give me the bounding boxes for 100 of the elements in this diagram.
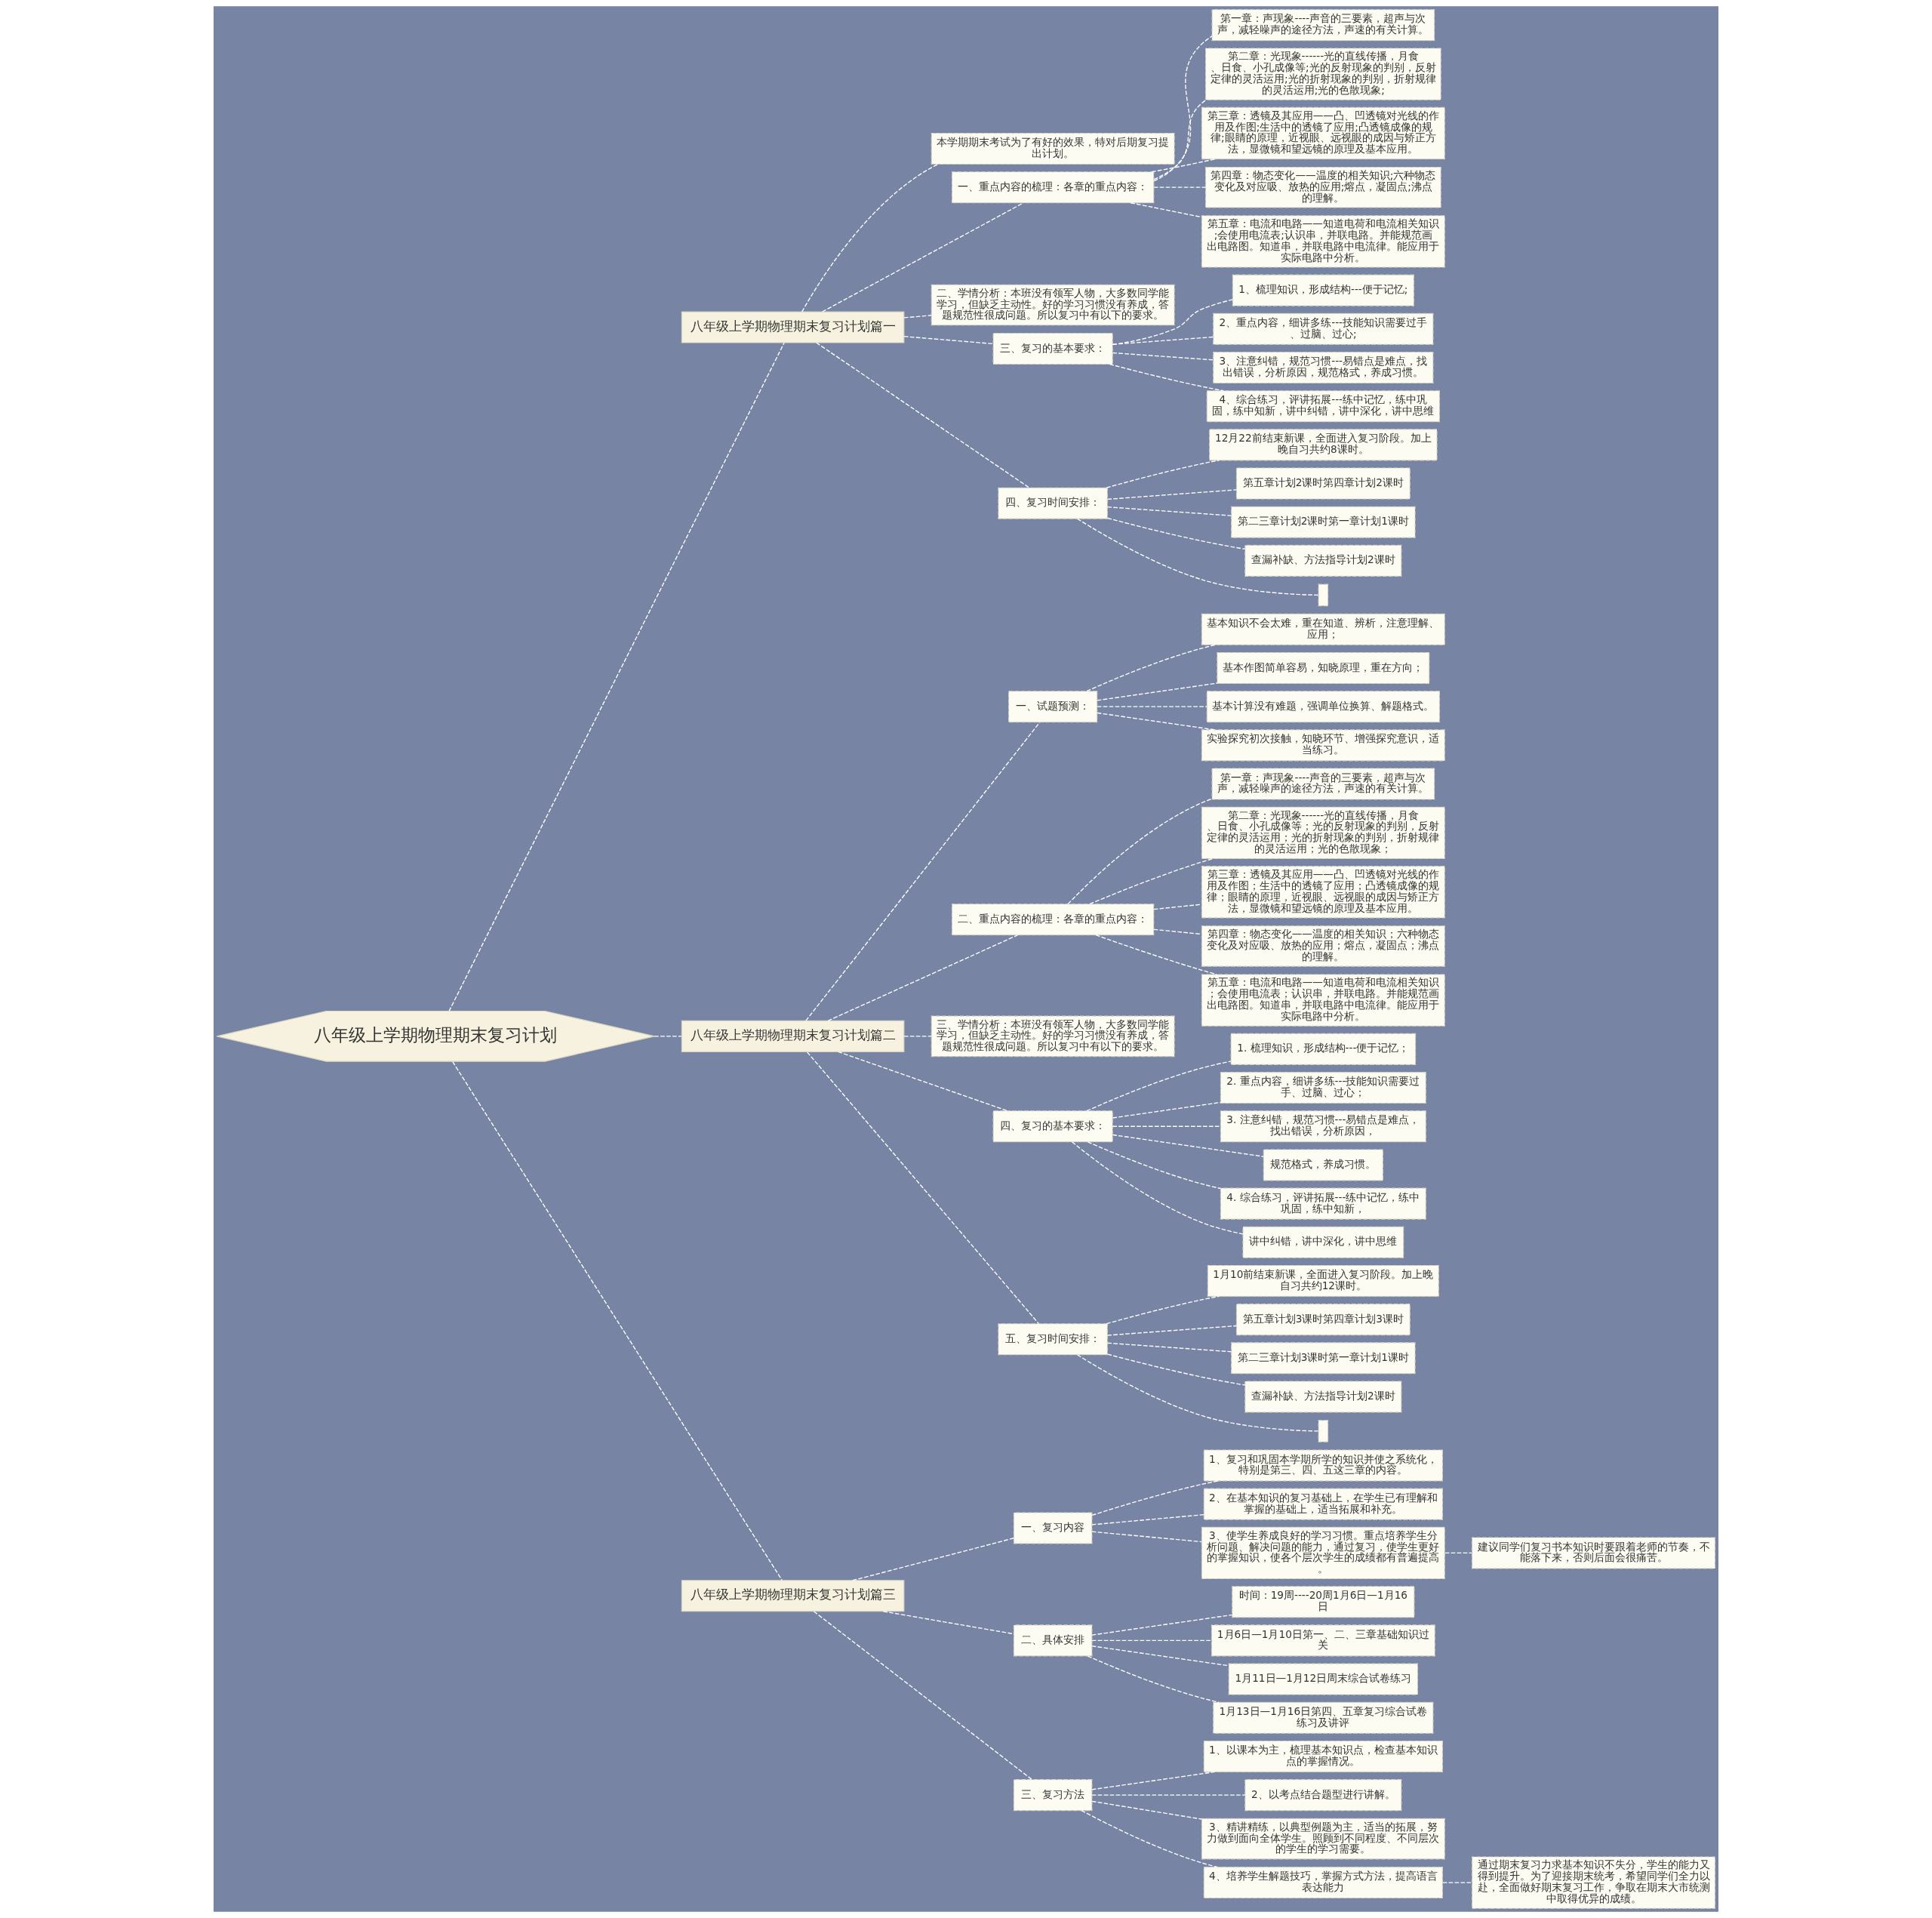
connector [1112, 1125, 1221, 1127]
connector [1106, 506, 1232, 516]
node-box: 第一章：声现象----声音的三要素，超声与次声，减轻噪声的途径方法，声速的有关计算。 [1211, 9, 1435, 42]
node-box: 第四章：物态变化——温度的相关知识;六种物态变化及对应吸、放热的应用;熔点，凝固点;沸点的理解。 [1205, 166, 1441, 208]
connector [903, 1036, 932, 1037]
node-box: 1、梳理知识，形成结构---便于记忆; [1232, 274, 1414, 306]
connector [1106, 460, 1220, 488]
connector [1067, 798, 1213, 905]
connector [1441, 1882, 1473, 1883]
connector [1086, 644, 1216, 692]
node-box: 实验探究初次接触，知晓环节、增强探究意识，适当练习。 [1201, 729, 1445, 762]
connector [1109, 363, 1224, 392]
connector [1107, 517, 1246, 550]
connector [1112, 336, 1214, 345]
node-box: 1、复习和巩固本学期所学的知识并使之系统化，特别是第三、四、五这三章的内容。 [1203, 1449, 1443, 1482]
connector [1086, 1061, 1232, 1112]
connector [1097, 706, 1208, 707]
connector [1089, 857, 1214, 905]
connector [1097, 682, 1218, 701]
node-box [1318, 583, 1329, 607]
node-box [1318, 1420, 1329, 1442]
node-box: 3、注意纠错，规范习惯---易错点是难点，找出错误，分析原因，规范格式，养成习惯。 [1213, 351, 1434, 384]
connector [1091, 1480, 1219, 1516]
node-box: 4. 综合练习，评讲拓展---练中记忆，练中巩固，练中知新， [1220, 1187, 1426, 1220]
connector [805, 722, 1041, 1022]
node-box: 3、使学生养成良好的学习习惯。重点培养学生分析问题、解决问题的能力，通过复习，使学生更好的掌握知识，使各个层次学生的成绩都有普遍提高。 [1201, 1526, 1445, 1580]
node-box: 1、以课本为主，梳理基本知识点，检查基本知识点的掌握情况。 [1203, 1740, 1443, 1772]
node-box: 12月22前结束新课，全面进入复习阶段。加上晚自习共约8课时。 [1209, 429, 1438, 461]
connector [903, 315, 932, 319]
node-box: 第二章：光现象------光的直线传播，月食、日食、小孔成像等;光的反射现象的判别，反射定律的灵活运用;光的折射现象的判别，折射规律的灵活运用;光的色散现象; [1205, 48, 1441, 100]
connector [1106, 489, 1238, 500]
connector [837, 1051, 1008, 1112]
connector [806, 1051, 1039, 1325]
node-box: 三、复习方法 [1013, 1779, 1093, 1812]
node-box: 第三章：透镜及其应用——凸、凹透镜对光线的作用及作图;生活中的透镜了应用;凸透镜成像的规律;眼睛的原理，近视眼、远视眼的成因与矫正方法，显微镜和望远镜的原理及基本应用。 [1201, 106, 1445, 160]
node-box: 时间：19周----20周1月6日—1月16日 [1232, 1586, 1415, 1618]
node-box: 五、复习时间安排： [998, 1323, 1108, 1356]
connector [1091, 1639, 1212, 1642]
connector [1106, 1295, 1220, 1325]
connector [1091, 1771, 1216, 1790]
connector [654, 1036, 682, 1037]
node-box: 一、试题预测： [1008, 691, 1098, 723]
node-box: 4、综合练习，评讲拓展---练中记忆，练中巩固，练中知新，讲中纠错，讲中深化，讲中思维 [1206, 390, 1440, 423]
node-box: 4、培养学生解题技巧，掌握方式方法，提高语言表达能力 [1203, 1867, 1443, 1899]
node-box: 二、学情分析：本班没有领军人物，大多数同学能学习，但缺乏主动性。好的学习习惯没有养成，答题规范性很成问题。所以复习中有以下的要求。 [931, 284, 1175, 326]
node-box: 第一章：声现象----声音的三要素，超声与次声，减轻噪声的途径方法，声速的有关计算。 [1211, 768, 1435, 800]
node-box: 基本计算没有难题，强调单位换算、解题格式。 [1206, 691, 1440, 723]
node-box: 第三章：透镜及其应用——凸、凹透镜对光线的作用及作图；生活中的透镜了应用；凸透镜成像的规律；眼睛的原理，近视眼、远视眼的成因与矫正方法，显微镜和望远镜的原理及基本应用。 [1201, 866, 1445, 919]
connector [1091, 1514, 1204, 1525]
connector [1153, 99, 1207, 180]
connector [852, 1538, 1014, 1581]
node-box: 四、复习的基本要求： [992, 1110, 1113, 1143]
node-box: 3、精讲精练，以典型例题为主，适当的拓展，努力做到面向全体学生。照顾到不同程度、不同层次的学生的学习需要。 [1201, 1818, 1445, 1860]
node-box: 1月10前结束新课，全面进入复习阶段。加上晚自习共约12课时。 [1207, 1264, 1439, 1297]
connector [1112, 1134, 1264, 1157]
connector [1091, 1646, 1229, 1667]
node-box: 二、重点内容的梳理：各章的重点内容： [951, 904, 1155, 936]
node-box: 建议同学们复习书本知识时要跟着老师的节奏，不能落下来，否则后面会很痛苦。 [1472, 1537, 1715, 1569]
node-box: 3. 注意纠错，规范习惯---易错点是难点，找出错误，分析原因， [1220, 1110, 1426, 1143]
connector [1071, 1141, 1244, 1235]
connector [1106, 1342, 1232, 1353]
connector [448, 342, 785, 1012]
connector [1106, 1325, 1238, 1336]
connector [1091, 1614, 1233, 1636]
node-box: 第五章：电流和电路——知道电荷和电流相关知识；会使用电流表；认识串，并联电路。并能规范画出电路图。知道串，并联电路中电流律。能应用于实际电路中分析。 [1201, 974, 1445, 1027]
node-box: 三、学情分析：本班没有领军人物，大多数同学能学习，但缺乏主动性。好的学习习惯没有养成，答题规范性很成问题。所以复习中有以下的要求。 [931, 1015, 1175, 1058]
connector [1444, 1552, 1472, 1554]
connector [1153, 35, 1213, 182]
connector [1153, 186, 1206, 188]
connector [1151, 159, 1216, 173]
node-box: 八年级上学期物理期末复习计划篇二 [681, 1020, 905, 1052]
connector [1112, 299, 1233, 346]
node-box: 1. 梳理知识，形成结构---便于记忆； [1230, 1033, 1417, 1065]
connector [1153, 928, 1202, 935]
node-box: 2、以考点结合题型进行讲解。 [1244, 1779, 1402, 1812]
node-box: 一、重点内容的梳理：各章的重点内容： [951, 171, 1155, 204]
connector [1112, 1101, 1221, 1119]
connector [1087, 1655, 1220, 1703]
connector [1091, 1531, 1202, 1543]
node-box: 1月6日—1月10日第一、二、三章基础知识过关 [1211, 1624, 1435, 1657]
node-box: 一、复习内容 [1013, 1512, 1093, 1544]
connector [1112, 352, 1214, 361]
connector [827, 934, 1019, 1021]
node-box: 通过期末复习力求基本知识不失分，学生的能力又得到提升。为了迎接期末统考，希望同学们全力以赴，全面做好期末复习工作，争取在期末大市统测中取得优异的成绩。 [1472, 1856, 1715, 1909]
node-box: 1月11日—1月12日周末综合试卷练习 [1228, 1663, 1418, 1695]
node-box: 第五章：电流和电路——知道电荷和电流相关知识;会使用电流表;认识串，并联电路。并能规范画出电路图。知道串，并联电路中电流律。能应用于实际电路中分析。 [1201, 215, 1445, 268]
connector [813, 1611, 1032, 1781]
node-box: 八年级上学期物理期末复习计划篇三 [681, 1580, 905, 1612]
connector [903, 336, 994, 345]
node-box: 三、复习的基本要求： [992, 332, 1113, 365]
connector [1077, 1354, 1319, 1432]
connector [882, 1611, 1014, 1635]
node-box: 第二三章计划3课时第一章计划1课时 [1231, 1342, 1416, 1375]
connector [1087, 1141, 1221, 1190]
connector [1153, 904, 1202, 910]
connector [1077, 518, 1319, 596]
node-box: 查漏补缺、方法指导计划2课时 [1244, 1381, 1402, 1413]
node-box: 规范格式，养成习惯。 [1263, 1149, 1383, 1181]
node-box: 第二章：光现象------光的直线传播，月食、日食、小孔成像等；光的反射现象的判别，反射定律的灵活运用；光的折射现象的判别，折射规律的灵活运用；光的色散现象； [1201, 806, 1445, 859]
connector [801, 163, 939, 312]
